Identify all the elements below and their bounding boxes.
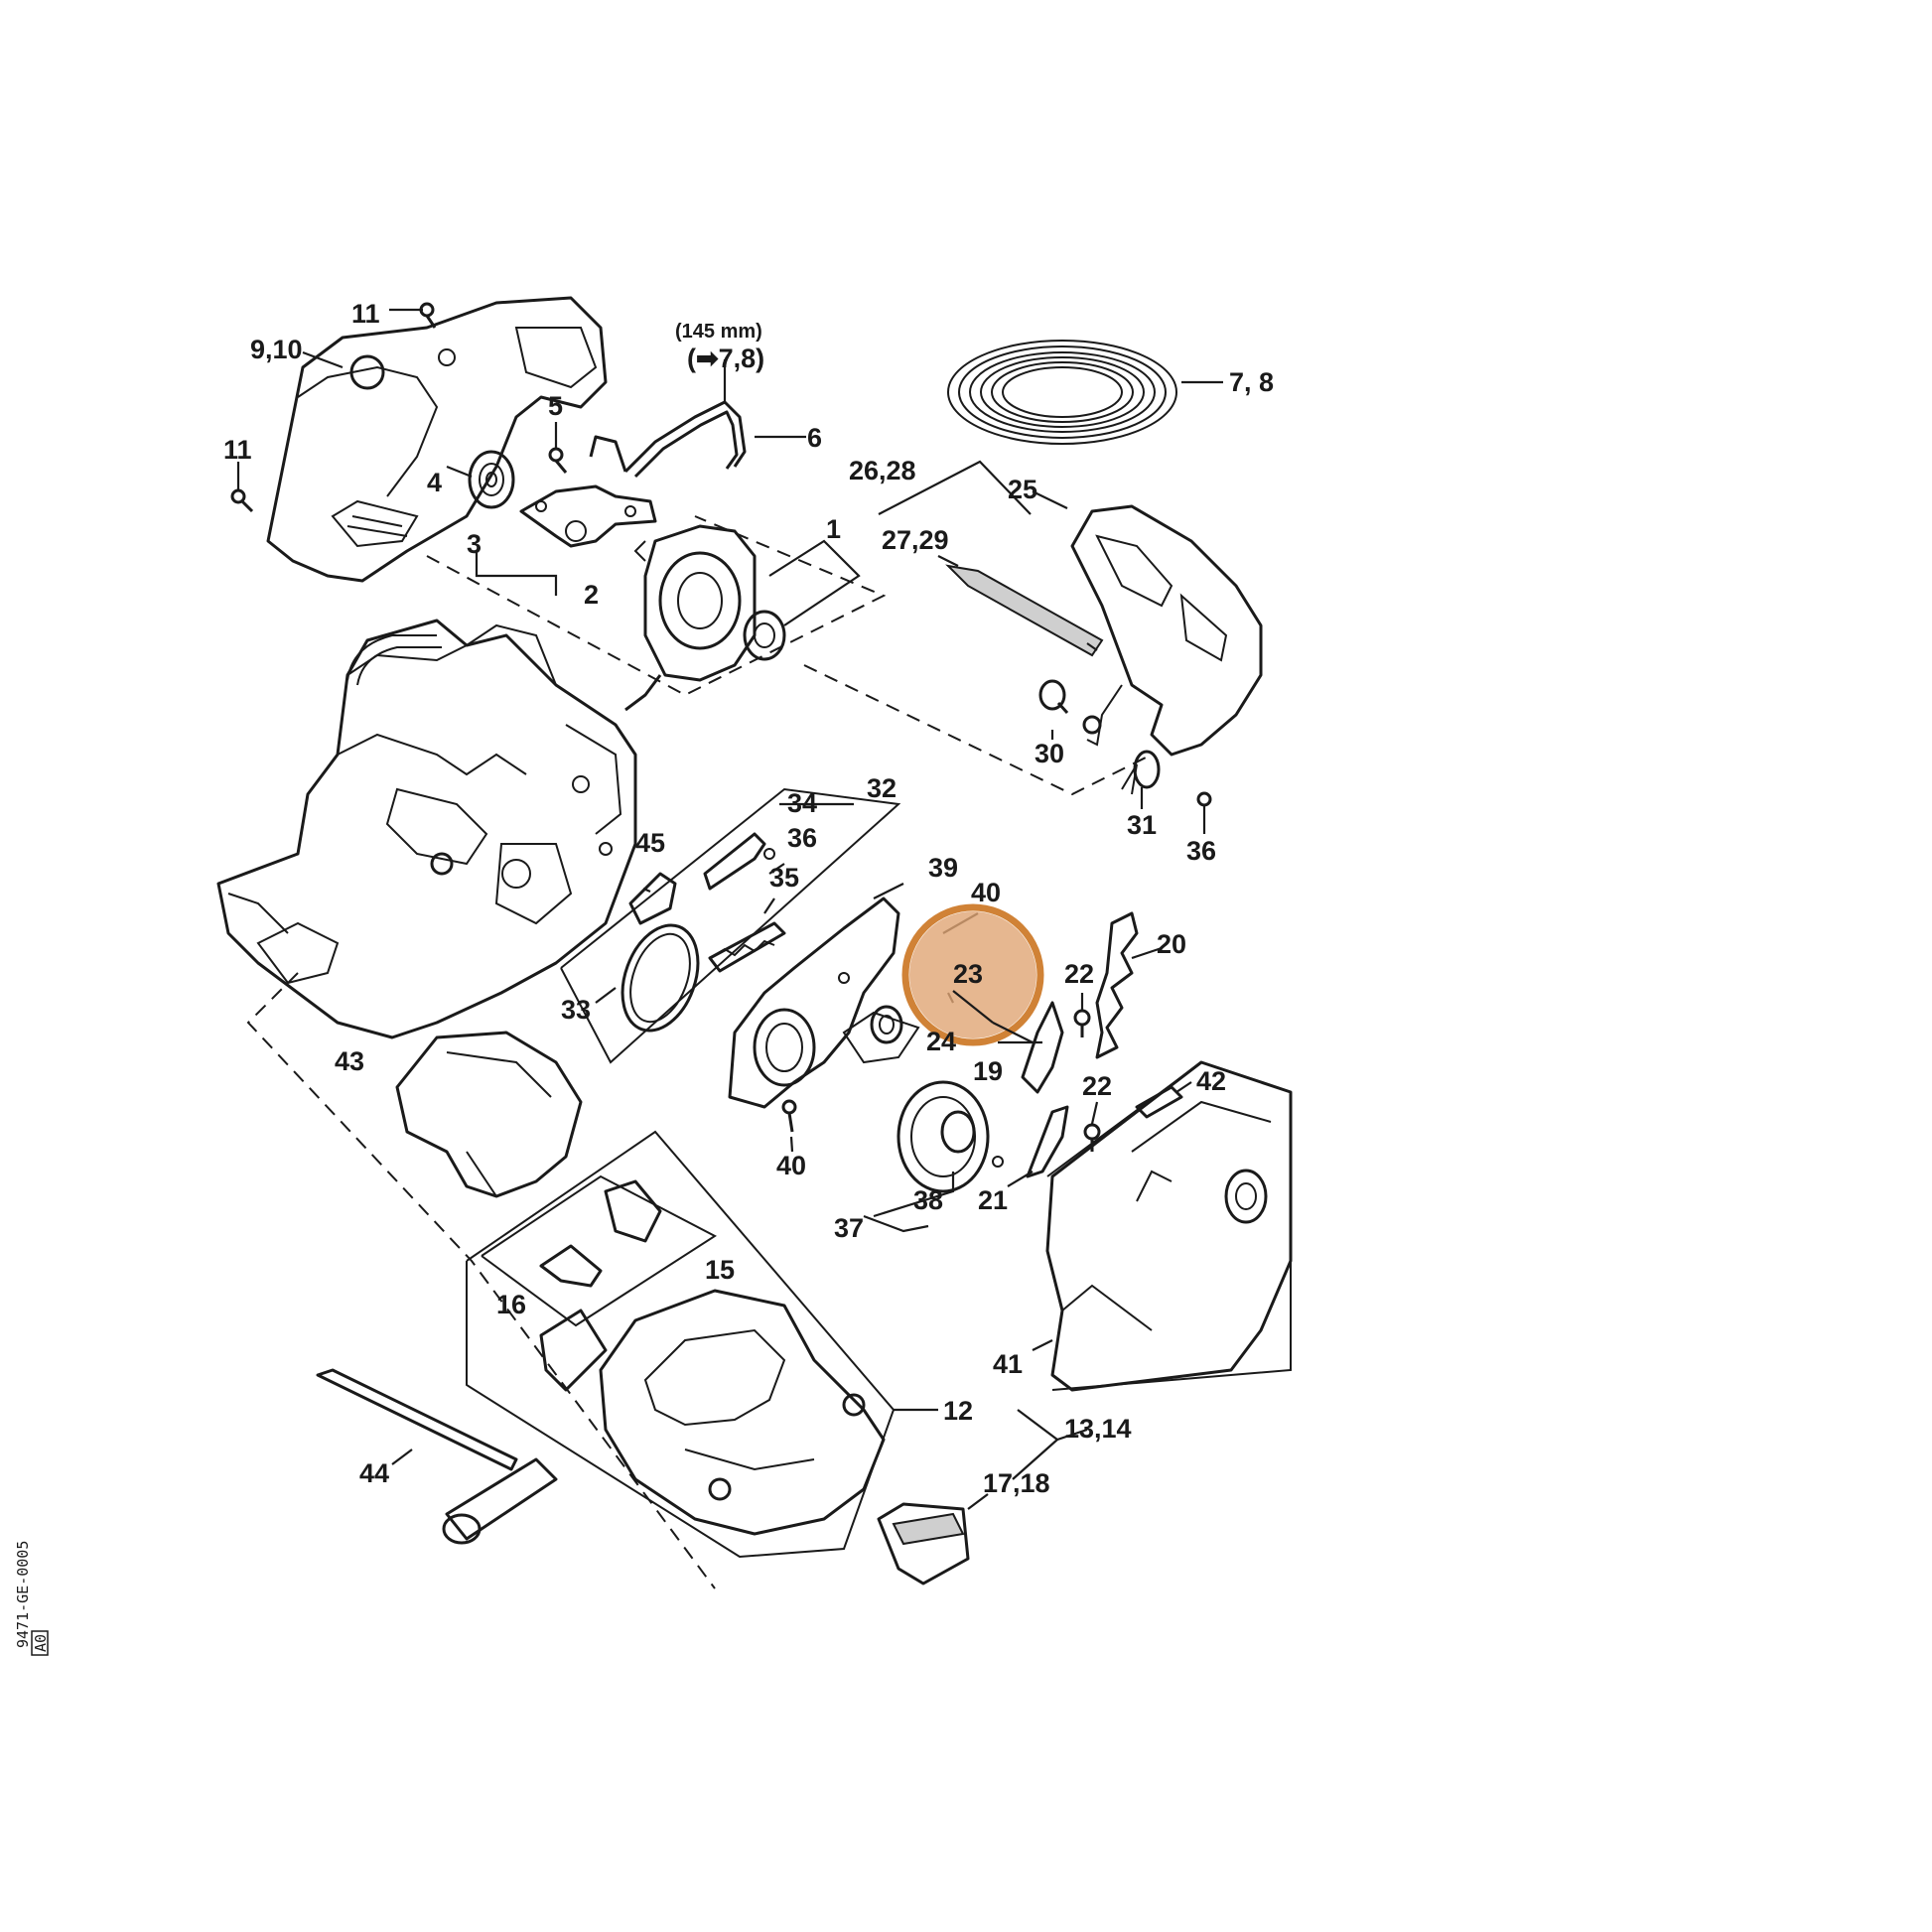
highlight-fill [909,911,1036,1038]
label-5: 5 [548,391,563,421]
label-44: 44 [359,1458,389,1488]
label-20: 20 [1157,929,1186,959]
group-15-outline [481,1174,717,1327]
pin-part [945,564,1104,657]
group-12-outline [466,1130,896,1559]
label-35: 35 [769,863,799,893]
label-40-top: 40 [971,878,1001,907]
screw-11-left [230,488,254,513]
label-33: 33 [561,995,591,1025]
assembly-dashed-lines [246,515,1153,1589]
label-45: 45 [635,828,665,858]
label-2: 2 [584,580,599,610]
part-34-35-36 [703,832,786,973]
hand-guard-part [1070,504,1263,757]
part-45 [628,872,677,925]
part-36-washer [1196,791,1212,807]
label-32: 32 [867,773,897,803]
label-30: 30 [1035,739,1064,768]
starter-part [624,524,786,712]
hose-part [589,400,747,479]
leader-lines [236,308,1223,1510]
side-code-text: 9471-GE-0005 [14,1541,32,1648]
label-11-top: 11 [351,299,380,329]
label-19: 19 [973,1056,1003,1086]
label-37: 37 [834,1213,864,1243]
label-42: 42 [1196,1066,1226,1096]
label-31: 31 [1127,810,1157,840]
screw-5 [548,447,568,474]
label-9-10: 9,10 [250,335,303,364]
label-11-left: 11 [223,435,252,465]
screw-40 [781,1099,797,1133]
label-26-28: 26,28 [849,456,916,485]
label-22-bottom: 22 [1082,1071,1112,1101]
label-43: 43 [335,1046,364,1076]
label-22-top: 22 [1064,959,1094,989]
label-12: 12 [943,1396,973,1426]
label-145mm: (145 mm) [675,321,762,343]
top-cover-part [266,296,608,583]
lever-assembly-part [519,484,657,548]
label-6: 6 [807,423,822,453]
group-32-outline [560,787,901,1064]
label-23: 23 [953,959,983,989]
sprocket-cover-part [1045,1060,1293,1392]
rear-handle-part [599,1289,886,1536]
label-7-8: 7, 8 [1229,367,1274,397]
part-16 [539,1309,608,1392]
label-34: 34 [787,788,817,818]
label-3: 3 [467,529,482,559]
label-27-29: 27,29 [882,525,949,555]
label-38: 38 [913,1185,943,1215]
label-39: 39 [928,853,958,883]
part-21 [1026,1105,1069,1178]
label-36-right: 36 [1186,836,1216,866]
highlight-23[interactable] [901,903,1044,1046]
label-21: 21 [978,1185,1008,1215]
label-41: 41 [993,1349,1023,1379]
label-ref-7-8: (➡7,8) [687,344,764,373]
label-13-14: 13,14 [1064,1414,1132,1444]
part-31 [1121,750,1161,795]
screw-22-a [1073,1009,1091,1037]
clutch-drum-part [897,1080,1004,1193]
part-labels: 11 9,10 11 4 5 3 2 (145 mm) (➡7,8) 6 7, … [223,299,1274,1498]
label-4: 4 [427,468,442,497]
group-42-outline [1046,1060,1292,1391]
chain-catcher-part [1095,911,1139,1059]
label-40-bottom: 40 [776,1151,806,1180]
label-25: 25 [1008,475,1037,504]
side-badge-box [31,1630,49,1656]
coil-part [947,340,1177,445]
side-code: 9471-GE-0005 A0 [14,1541,50,1656]
pulley-part [468,450,515,509]
part-24 [842,1005,920,1064]
engine-housing-part [216,619,637,1039]
label-1: 1 [826,514,841,544]
label-36-mid: 36 [787,823,817,853]
label-16: 16 [496,1290,526,1319]
part-33-ring [621,923,700,1033]
sprocket-plate-part [728,897,900,1109]
label-17-18: 17,18 [983,1468,1050,1498]
part-17-18 [877,1502,970,1586]
cover-43-part [395,1031,583,1198]
part-19 [1021,1001,1064,1094]
part-15 [539,1179,662,1288]
tool-44-part [316,1368,558,1545]
label-24: 24 [926,1027,956,1056]
part-30 [1038,679,1069,715]
highlight-ring [901,903,1044,1046]
screw-11-top [419,302,437,329]
label-15: 15 [705,1255,735,1285]
side-badge: A0 [32,1634,50,1652]
